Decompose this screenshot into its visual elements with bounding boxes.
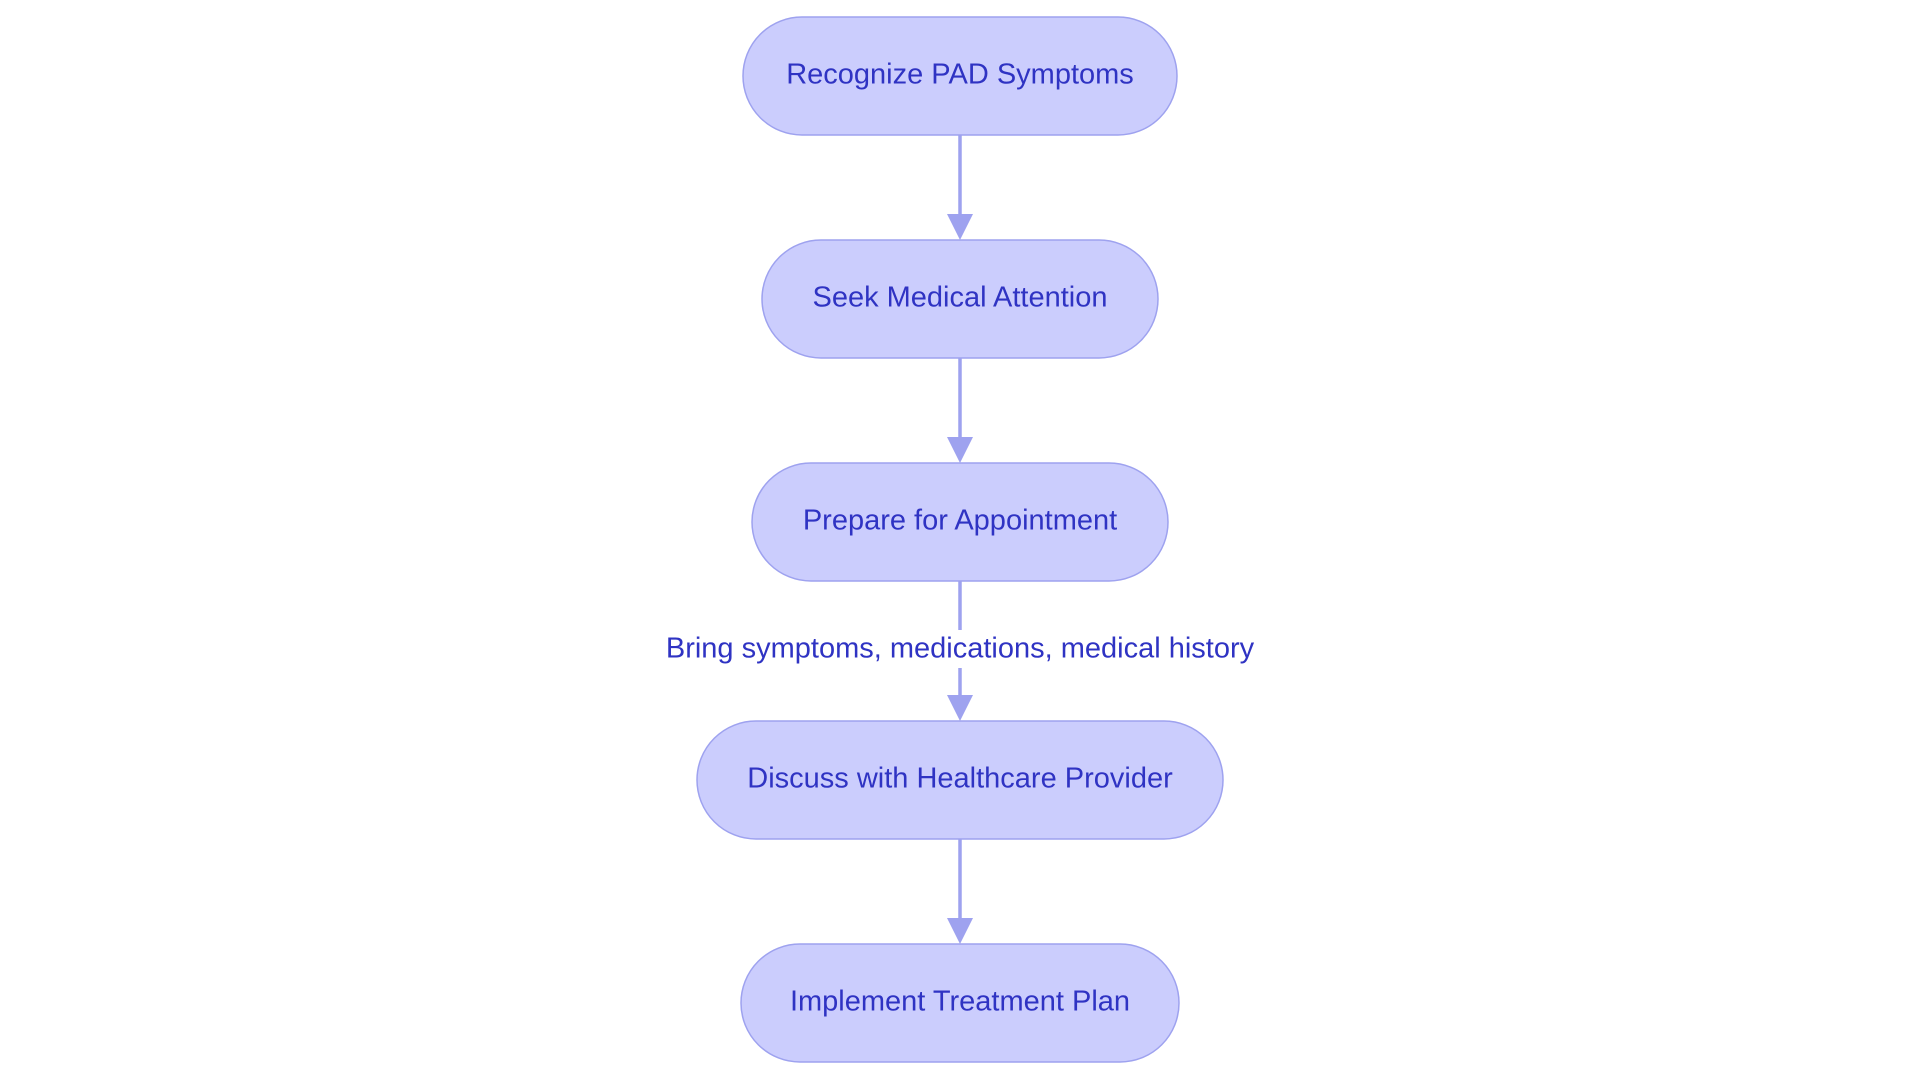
edge-prepare-to-discuss: Bring symptoms, medications, medical his…	[640, 581, 1280, 721]
node-discuss-with-healthcare-provider[interactable]: Discuss with Healthcare Provider	[696, 720, 1224, 840]
node-shape	[696, 720, 1224, 840]
node-shape	[740, 943, 1180, 1063]
node-label: Seek Medical Attention	[812, 282, 1107, 314]
node-prepare-for-appointment[interactable]: Prepare for Appointment	[751, 462, 1169, 582]
node-implement-treatment-plan[interactable]: Implement Treatment Plan	[740, 943, 1180, 1063]
edge-recognize-to-seek	[947, 135, 973, 240]
node-label: Discuss with Healthcare Provider	[747, 763, 1173, 795]
arrow-head	[947, 214, 973, 240]
node-recognize-pad-symptoms[interactable]: Recognize PAD Symptoms	[742, 16, 1178, 136]
node-seek-medical-attention[interactable]: Seek Medical Attention	[761, 239, 1159, 359]
edge-discuss-to-implement	[947, 839, 973, 944]
node-shape	[742, 16, 1178, 136]
edge-seek-to-prepare	[947, 358, 973, 463]
nodes: Recognize PAD Symptoms Seek Medical Atte…	[696, 16, 1224, 1063]
edge-label-background	[640, 630, 1280, 668]
node-shape	[761, 239, 1159, 359]
node-label: Implement Treatment Plan	[790, 986, 1130, 1018]
arrow-head	[947, 437, 973, 463]
edges: Bring symptoms, medications, medical his…	[640, 135, 1280, 944]
edge-label: Bring symptoms, medications, medical his…	[666, 633, 1255, 665]
arrow-head	[947, 918, 973, 944]
arrow-head	[947, 695, 973, 721]
node-label: Prepare for Appointment	[803, 505, 1117, 537]
node-label: Recognize PAD Symptoms	[786, 59, 1134, 91]
node-shape	[751, 462, 1169, 582]
